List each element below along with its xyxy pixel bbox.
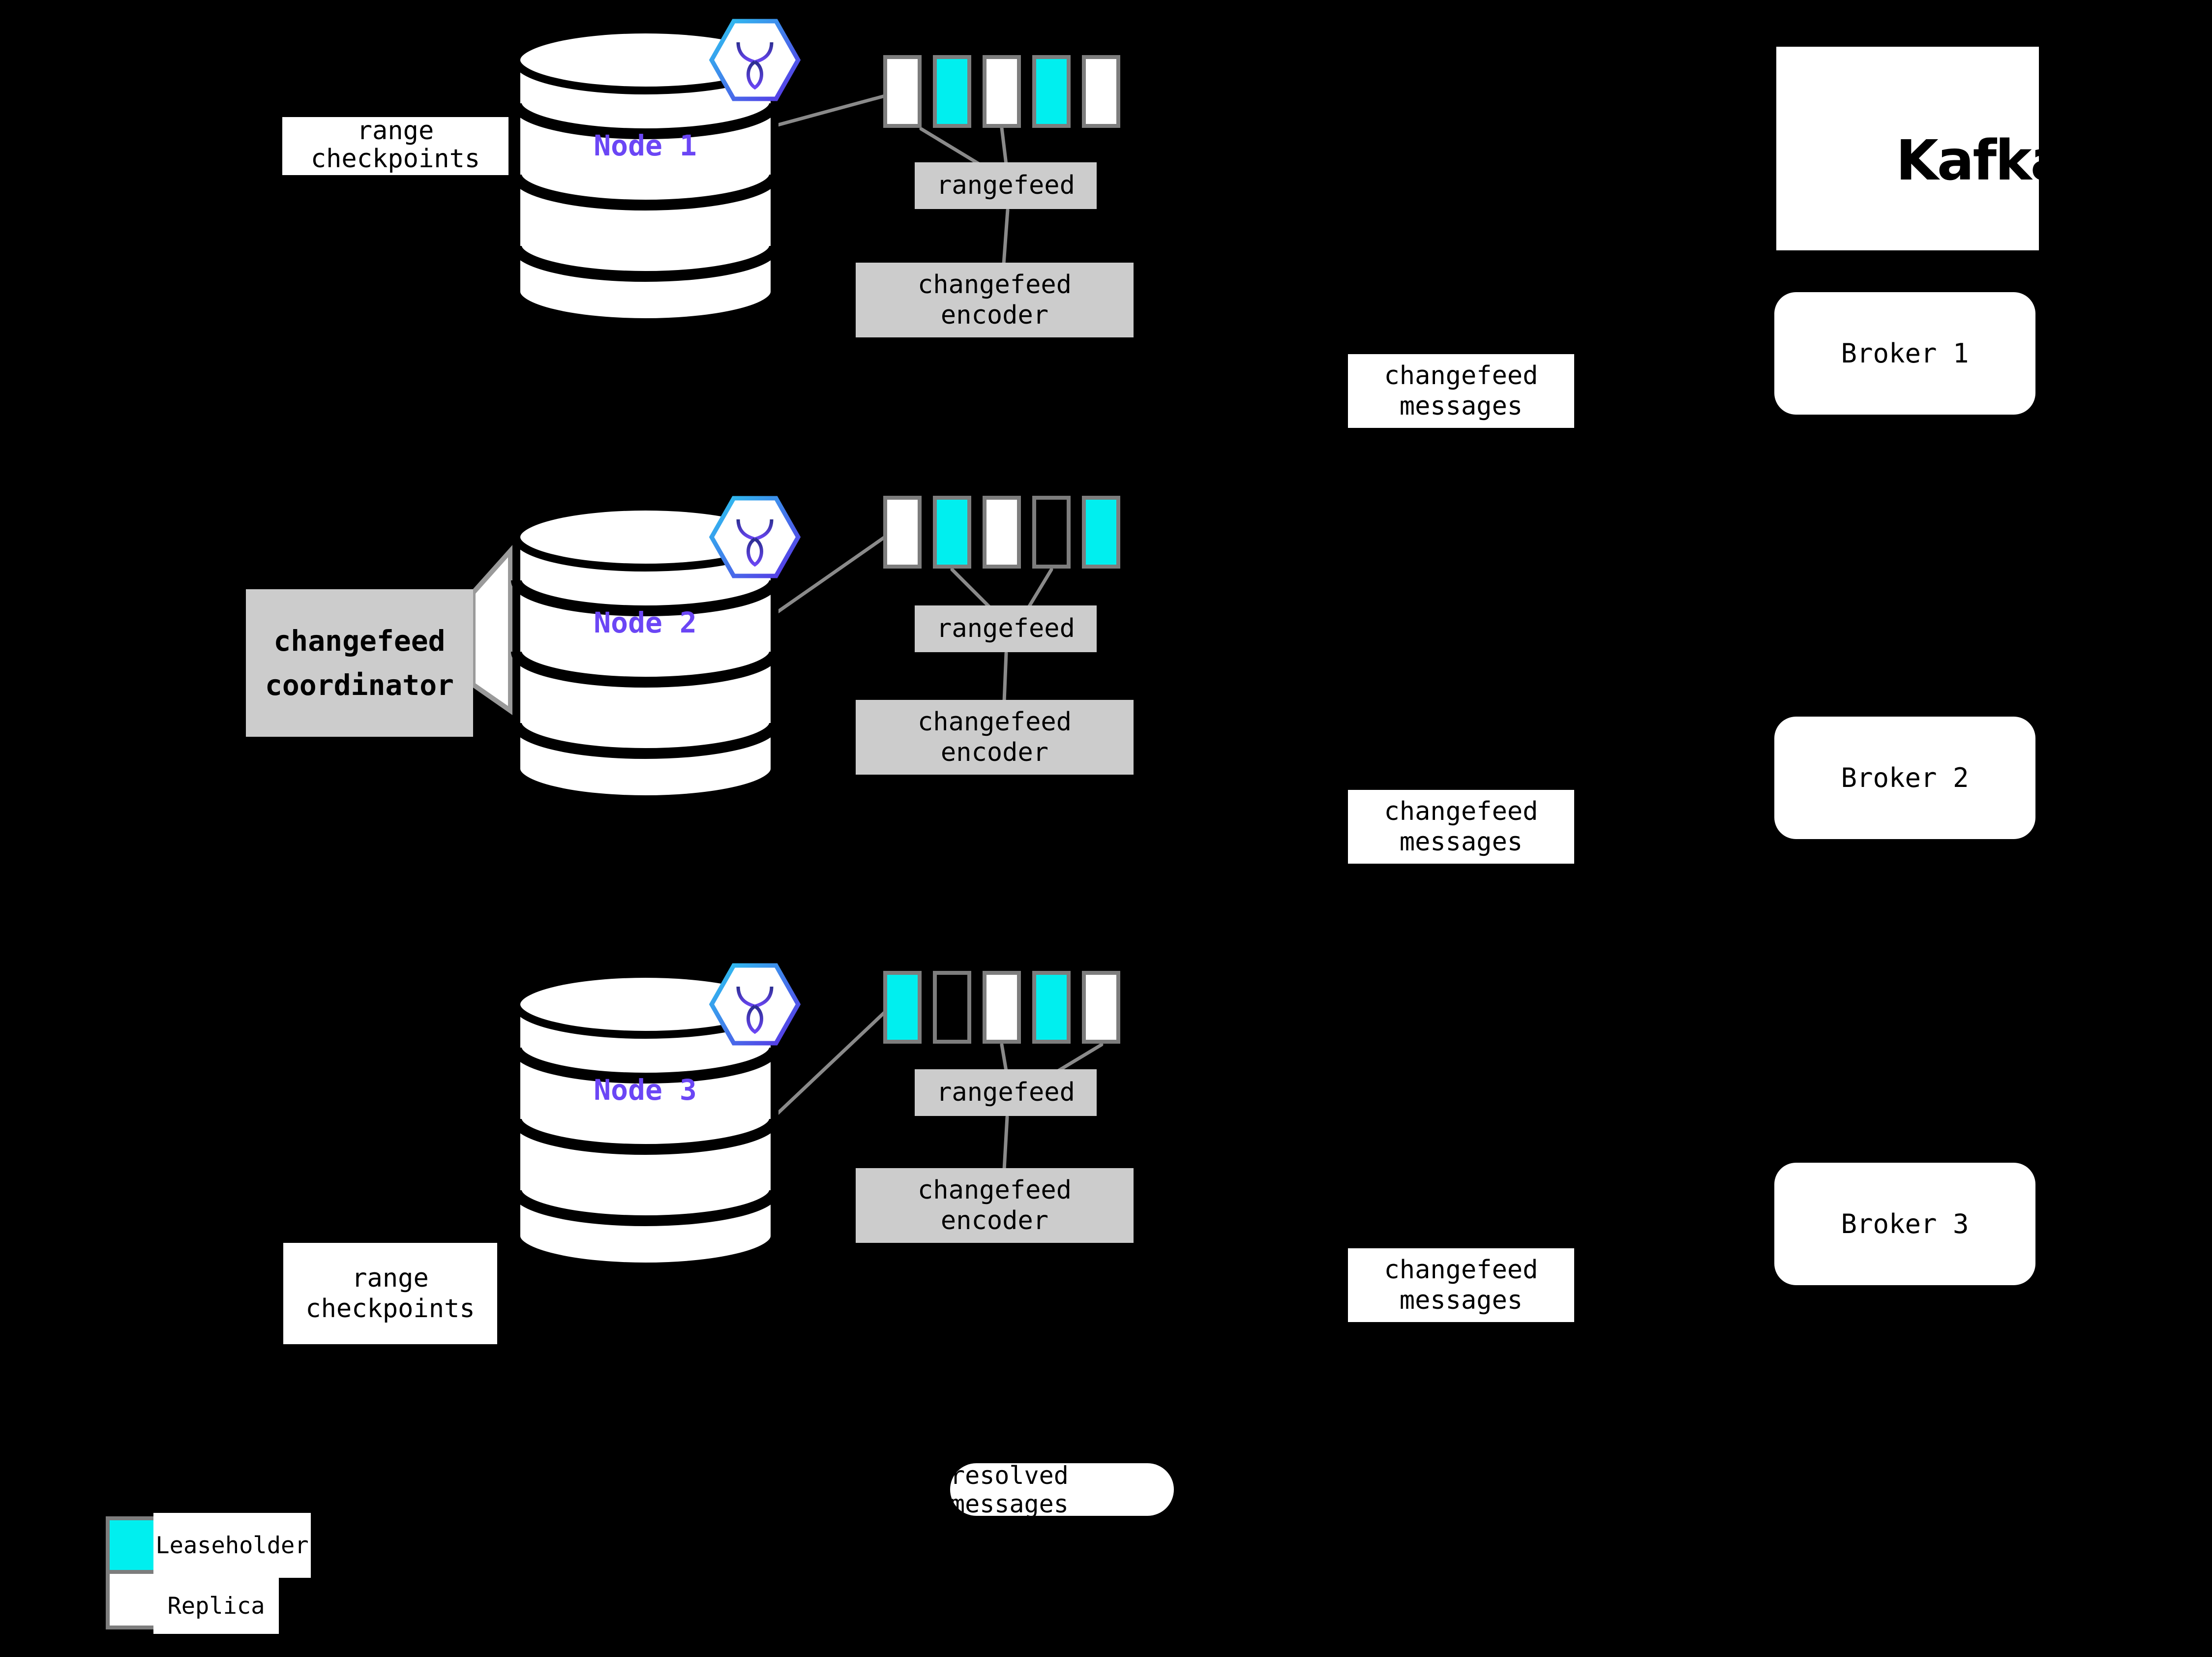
broker-1-label: Broker 1 xyxy=(1841,338,1969,369)
cylinder-band xyxy=(511,102,780,139)
changefeed-messages-box-node2: changefeed messages xyxy=(1348,790,1574,864)
cockroachdb-hexagon-icon xyxy=(709,963,801,1046)
range-checkpoints-label-bottom: range checkpoints xyxy=(283,1243,497,1344)
node3-range-block-5 xyxy=(1082,971,1120,1044)
changefeed-encoder-box-node3: changefeed encoder xyxy=(856,1168,1134,1243)
line-node2-to-ranges xyxy=(774,535,887,615)
messages-line1: changefeed xyxy=(1384,797,1538,826)
changefeed-encoder-box-node2: changefeed encoder xyxy=(856,700,1134,775)
node3-range-block-3 xyxy=(983,971,1021,1044)
node-1-label: Node 1 xyxy=(594,129,697,162)
rangefeed-box-node1: rangefeed xyxy=(915,162,1097,209)
line-range3-to-rangefeed1 xyxy=(1000,126,1008,166)
coordinator-line1: changefeed xyxy=(273,624,446,658)
cylinder-band xyxy=(511,245,780,282)
line-node3-to-ranges xyxy=(776,1010,887,1115)
rangefeed-box-node3: rangefeed xyxy=(915,1069,1097,1116)
node1-range-block-4 xyxy=(1032,55,1071,128)
range-checkpoints-line1: range xyxy=(352,1264,429,1293)
coordinator-pointer-wedge xyxy=(471,544,513,716)
node2-range-block-2 xyxy=(933,496,971,569)
cylinder-band xyxy=(511,651,780,688)
line-range4-to-rangefeed2 xyxy=(1027,568,1053,609)
arrowhead-into-broker1 xyxy=(2042,334,2065,352)
encoder-line1: changefeed xyxy=(917,707,1072,737)
node1-range-block-5 xyxy=(1082,55,1120,128)
node2-cylinder-icon xyxy=(511,503,780,803)
range-checkpoints-line1: range xyxy=(357,117,434,146)
node2-range-block-4 xyxy=(1032,496,1071,569)
changefeed-encoder-box-node1: changefeed encoder xyxy=(856,263,1134,337)
node3-range-block-2 xyxy=(933,971,971,1044)
messages-line2: messages xyxy=(1399,392,1523,421)
resolved-messages-pill: resolved messages xyxy=(950,1461,1174,1518)
legend-replica-swatch xyxy=(106,1570,160,1629)
node3-range-block-4 xyxy=(1032,971,1071,1044)
node2-range-block-5 xyxy=(1082,496,1120,569)
cockroachdb-hexagon-icon xyxy=(709,496,801,578)
cylinder-band xyxy=(511,722,780,759)
messages-line1: changefeed xyxy=(1384,361,1538,391)
node1-range-block-3 xyxy=(983,55,1021,128)
line-rangefeed2-to-encoder2 xyxy=(1002,651,1008,703)
encoder-line2: encoder xyxy=(940,1206,1049,1235)
cylinder-band xyxy=(511,174,780,211)
messages-line2: messages xyxy=(1399,1286,1523,1315)
cockroachdb-logo-glyph xyxy=(736,519,774,567)
node3-cylinder-icon xyxy=(511,970,780,1270)
broker-2: Broker 2 xyxy=(1774,717,2035,839)
node2-range-block-3 xyxy=(983,496,1021,569)
legend-leaseholder-swatch xyxy=(106,1516,160,1576)
range-checkpoints-line2: checkpoints xyxy=(310,144,480,174)
range-checkpoints-line2: checkpoints xyxy=(305,1294,475,1324)
legend-replica-label: Replica xyxy=(153,1578,279,1634)
cockroachdb-hexagon-icon xyxy=(709,19,801,101)
broker-1: Broker 1 xyxy=(1774,292,2035,415)
range-checkpoints-label-top: range checkpoints xyxy=(282,117,508,175)
node2-range-block-1 xyxy=(883,496,922,569)
cylinder-band xyxy=(511,579,780,616)
messages-line2: messages xyxy=(1399,827,1523,857)
line-range1-to-rangefeed1 xyxy=(919,127,982,166)
cylinder-band xyxy=(511,1118,780,1155)
encoder-line1: changefeed xyxy=(917,1175,1072,1205)
connector-lines xyxy=(774,94,1104,1172)
messages-line1: changefeed xyxy=(1384,1255,1538,1285)
line-range5-to-rangefeed3 xyxy=(1056,1043,1104,1073)
cylinder-band xyxy=(511,1189,780,1226)
broker-2-label: Broker 2 xyxy=(1841,762,1969,793)
changefeed-messages-box-node3: changefeed messages xyxy=(1348,1248,1574,1322)
node1-cylinder-icon xyxy=(511,26,780,326)
line-rangefeed1-to-encoder1 xyxy=(1002,208,1010,266)
line-node1-to-ranges xyxy=(774,94,887,127)
broker-3-label: Broker 3 xyxy=(1841,1208,1969,1239)
line-range3-to-rangefeed3 xyxy=(1000,1043,1008,1073)
changefeed-coordinator-label: changefeed coordinator xyxy=(246,589,473,737)
node1-range-block-1 xyxy=(883,55,922,128)
arrow-tick-panel-edge xyxy=(2051,902,2065,905)
line-range2-to-rangefeed2 xyxy=(950,568,991,609)
legend-leaseholder-label: Leaseholder xyxy=(153,1513,311,1578)
encoder-line2: encoder xyxy=(940,738,1049,767)
node-2-label: Node 2 xyxy=(594,606,697,639)
encoder-line1: changefeed xyxy=(917,270,1072,300)
changefeed-messages-box-node1: changefeed messages xyxy=(1348,354,1574,428)
rangefeed-box-node2: rangefeed xyxy=(915,605,1097,652)
node3-range-block-1 xyxy=(883,971,922,1044)
kafka-brand-text: Kafka xyxy=(1896,129,2067,193)
broker-3: Broker 3 xyxy=(1774,1163,2035,1285)
line-rangefeed3-to-encoder3 xyxy=(1002,1115,1009,1172)
cylinder-band xyxy=(511,1047,780,1084)
node1-range-block-2 xyxy=(933,55,971,128)
cockroachdb-logo-glyph xyxy=(736,986,774,1034)
node-3-label: Node 3 xyxy=(594,1073,697,1107)
cockroachdb-logo-glyph xyxy=(736,42,774,90)
coordinator-line2: coordinator xyxy=(265,668,454,702)
encoder-line2: encoder xyxy=(940,301,1049,330)
kafka-logo-box xyxy=(1776,47,2039,250)
